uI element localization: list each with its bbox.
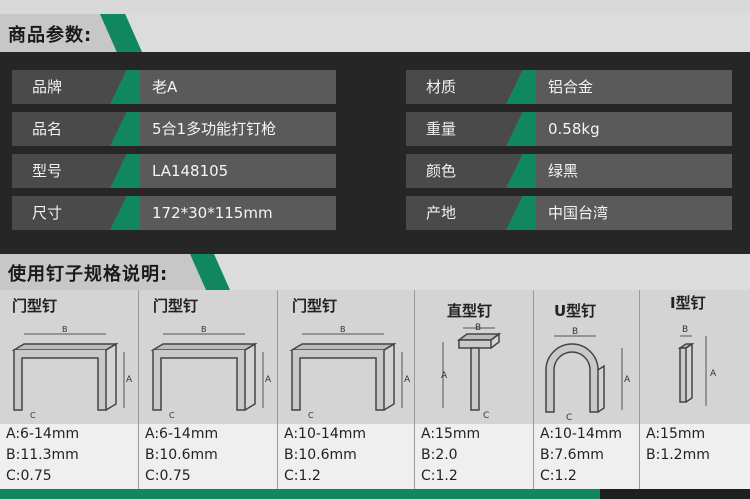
nail-spec-door-staple: 门型钉 B A C A:10-14mm B:10.6mm C:1.2 [278, 290, 415, 489]
dim-a: A:15mm [646, 426, 706, 442]
svg-text:A: A [710, 369, 717, 379]
dim-c: C:0.75 [145, 468, 191, 484]
svg-text:B: B [62, 325, 68, 334]
svg-text:A: A [265, 375, 272, 385]
svg-text:C: C [30, 411, 36, 420]
nail-type-name: 门型钉 [12, 297, 58, 315]
door-staple-icon: B A C [11, 325, 133, 420]
params-header: 商品参数: [0, 14, 750, 52]
params-title: 商品参数: [8, 25, 93, 46]
svg-text:C: C [169, 411, 175, 420]
nail-dims: A:10-14mm B:10.6mm C:1.2 [278, 424, 414, 489]
param-value: 老A [140, 70, 336, 104]
svg-text:A: A [441, 371, 448, 381]
nail-spec-u-staple: U型钉 B A C A:10-14mm B:7.6mm C:1.2 [534, 290, 640, 489]
dim-a: A:10-14mm [540, 426, 623, 442]
dim-a: A:6-14mm [6, 426, 80, 442]
svg-text:C: C [566, 413, 572, 422]
dim-b: B:2.0 [421, 447, 458, 463]
nail-spec-i-nail: I型钉 B A A:15mm B:1.2mm [640, 290, 750, 489]
door-staple-icon: B A C [289, 325, 411, 420]
param-label: 材质 [406, 70, 536, 104]
svg-text:A: A [624, 375, 631, 385]
nail-type-name: 门型钉 [153, 297, 199, 315]
nail-spec-door-staple: 门型钉 B A C A:6-14mm B:11.3mm C:0.75 [0, 290, 139, 489]
svg-text:C: C [483, 411, 489, 421]
nail-dims: A:6-14mm B:10.6mm C:0.75 [139, 424, 277, 489]
svg-text:B: B [201, 325, 207, 334]
specs-header: 使用钉子规格说明: [0, 254, 750, 290]
svg-text:C: C [308, 411, 314, 420]
i-nail-icon: B A [677, 325, 717, 406]
dim-c: C:1.2 [421, 468, 458, 484]
svg-text:A: A [126, 375, 133, 385]
svg-text:B: B [572, 327, 578, 337]
nail-spec-t-nail: 直型钉 B A C A:15mm B:2.0 C:1.2 [415, 290, 534, 489]
svg-text:A: A [404, 375, 411, 385]
param-value: 铝合金 [536, 70, 732, 104]
nail-dims: A:15mm B:2.0 C:1.2 [415, 424, 533, 489]
nail-type-name: I型钉 [670, 294, 706, 312]
nail-dims: A:6-14mm B:11.3mm C:0.75 [0, 424, 138, 489]
params-table: 品牌 老A 品名 5合1多功能打钉枪 型号 LA148105 尺寸 172*30… [0, 52, 750, 259]
nail-specs-table: 门型钉 B A C A:6-14mm B:11.3mm C:0.75 门型钉 [0, 290, 750, 499]
param-label: 型号 [12, 154, 140, 188]
svg-text:B: B [682, 325, 688, 335]
dim-b: B:1.2mm [646, 447, 710, 463]
param-value: 0.58kg [536, 112, 732, 146]
dim-b: B:11.3mm [6, 447, 79, 463]
specs-title: 使用钉子规格说明: [8, 264, 169, 285]
dim-b: B:7.6mm [540, 447, 604, 463]
nail-dims: A:10-14mm B:7.6mm C:1.2 [534, 424, 639, 489]
header-tab [0, 14, 122, 52]
param-value: 5合1多功能打钉枪 [140, 112, 336, 146]
param-label: 品名 [12, 112, 140, 146]
nail-type-name: U型钉 [554, 302, 597, 320]
dim-c: C:1.2 [540, 468, 577, 484]
param-value: LA148105 [140, 154, 336, 188]
param-value: 172*30*115mm [140, 196, 336, 230]
header-tab [0, 254, 210, 290]
param-value: 绿黑 [536, 154, 732, 188]
dim-b: B:10.6mm [284, 447, 357, 463]
param-label: 品牌 [12, 70, 140, 104]
param-value: 中国台湾 [536, 196, 732, 230]
param-label: 产地 [406, 196, 536, 230]
dim-a: A:10-14mm [284, 426, 367, 442]
dim-c: C:1.2 [284, 468, 321, 484]
bottom-bar [0, 489, 750, 499]
nail-type-name: 直型钉 [447, 302, 493, 320]
nail-spec-door-staple: 门型钉 B A C A:6-14mm B:10.6mm C:0.75 [139, 290, 278, 489]
param-label: 重量 [406, 112, 536, 146]
svg-text:B: B [475, 323, 481, 333]
dim-a: A:6-14mm [145, 426, 219, 442]
param-label: 颜色 [406, 154, 536, 188]
t-nail-icon: B A C [441, 323, 502, 421]
door-staple-icon: B A C [150, 325, 272, 420]
param-label: 尺寸 [12, 196, 140, 230]
nail-type-name: 门型钉 [292, 297, 338, 315]
u-staple-icon: B A C [545, 327, 631, 422]
dim-c: C:0.75 [6, 468, 52, 484]
svg-text:B: B [340, 325, 346, 334]
dim-b: B:10.6mm [145, 447, 218, 463]
dim-a: A:15mm [421, 426, 481, 442]
nail-dims: A:15mm B:1.2mm [640, 424, 750, 489]
